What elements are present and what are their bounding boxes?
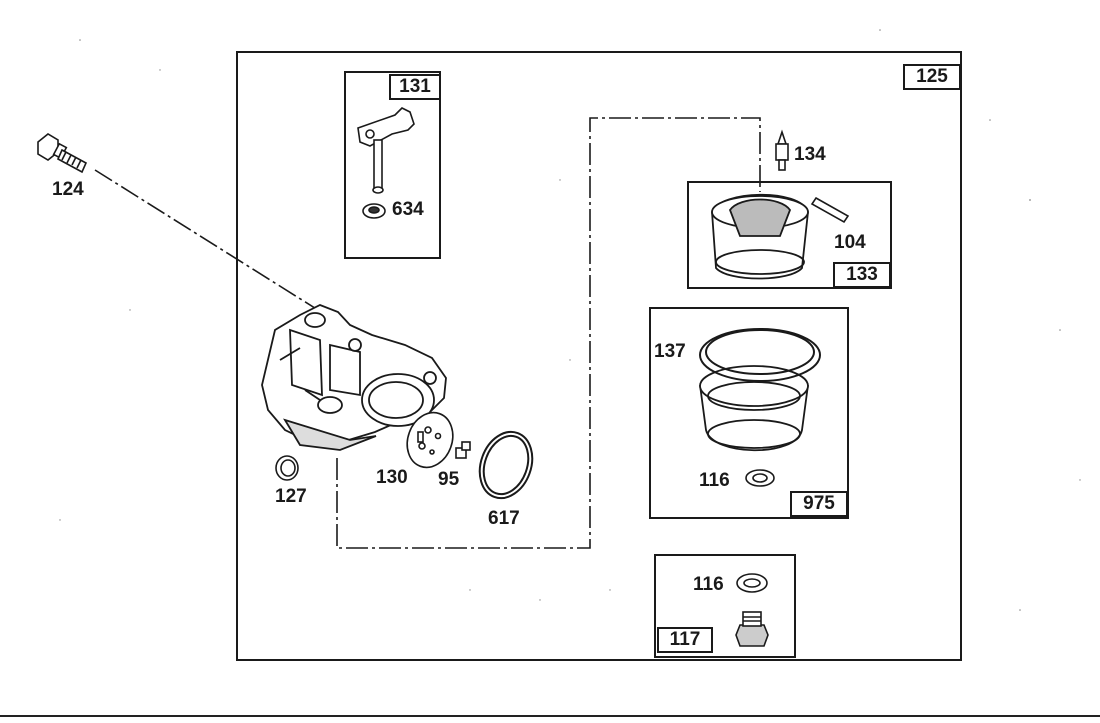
callout-116-upper: 116 [699,470,730,491]
kit-frame-133 [687,181,892,289]
needle-134-drawing [775,129,789,171]
bolt-124-drawing [37,133,88,174]
throttle-lever-drawing [357,107,415,194]
kit-frame-117 [654,554,796,658]
callout-127: 127 [275,486,307,507]
kit-label-117: 117 [657,627,713,653]
callout-95: 95 [438,469,460,490]
callout-130: 130 [376,467,408,488]
callout-116-lower: 116 [693,574,724,595]
plug-127-drawing [275,455,299,481]
callout-634: 634 [392,199,424,220]
leader-line-124 [94,169,319,311]
bowl-975-drawing [699,365,809,452]
kit-label-131: 131 [389,74,441,100]
kit-frame-125 [236,51,962,661]
scan-speckle [59,29,1081,611]
callout-617: 617 [488,508,520,529]
float-133-drawing [711,193,809,280]
bolt-117-drawing [735,611,769,647]
carburetor-body-drawing [261,304,447,451]
kit-label-133: 133 [833,262,891,288]
seal-634-drawing [362,203,386,219]
o-ring-617-drawing [478,430,534,500]
callout-134: 134 [794,144,826,165]
callout-104: 104 [834,232,866,253]
callout-137: 137 [654,341,686,362]
kit-label-975: 975 [790,491,848,517]
kit-frame-131 [344,71,441,259]
callout-124: 124 [52,179,84,200]
gasket-130-drawing [406,411,454,469]
pin-104-drawing [810,196,850,224]
group-bracket-line [336,117,761,549]
washer-116-top-drawing [745,469,775,487]
washer-116-bottom-drawing [736,573,768,593]
kit-frame-975 [649,307,849,519]
ring-137-drawing [699,328,821,382]
screw-95-drawing [455,441,471,459]
kit-label-125: 125 [903,64,961,90]
